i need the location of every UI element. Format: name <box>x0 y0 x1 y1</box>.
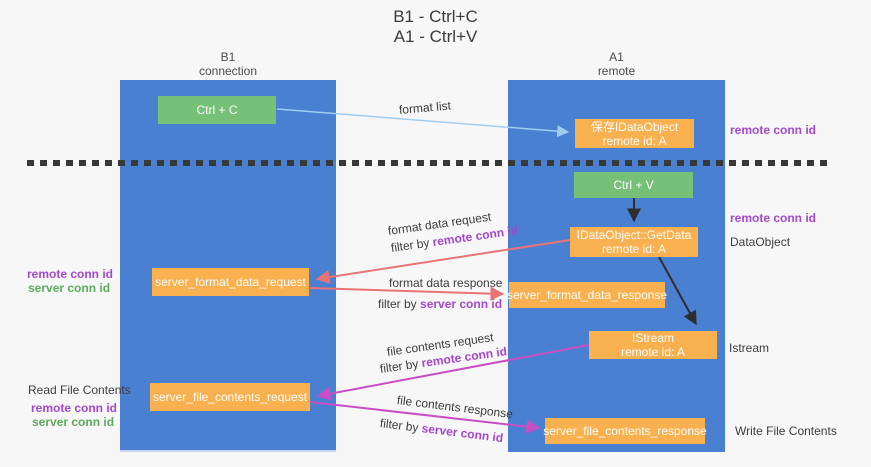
server-file-contents-request-label: server_file_contents_request <box>152 390 308 404</box>
file-contents-response-filter-label: filter by server conn id <box>379 416 504 445</box>
filter-by-text: filter by <box>379 356 423 376</box>
left-column-subtitle: connection <box>198 64 258 78</box>
server-conn-id-text: server conn id <box>420 421 504 446</box>
server-format-data-request-box: server_format_data_request <box>152 268 309 296</box>
right-column-name: A1 <box>609 50 624 64</box>
remote-conn-id-annotation-top: remote conn id <box>730 123 817 137</box>
ctrl-v-box: Ctrl + V <box>574 172 693 198</box>
ctrl-v-label: Ctrl + V <box>613 178 654 192</box>
istream-line2: remote id: A <box>620 345 686 359</box>
getdata-line1: IDataObject::GetData <box>576 228 692 242</box>
server-file-contents-request-box: server_file_contents_request <box>150 383 310 411</box>
ctrl-c-box: Ctrl + C <box>158 96 276 124</box>
istream-box: IStream remote id: A <box>589 331 717 359</box>
server-file-contents-response-box: server_file_contents_response <box>543 418 707 444</box>
filter-by-text: filter by <box>390 235 434 255</box>
server-conn-id-annotation-left-mid: server conn id <box>28 281 111 295</box>
istream-annotation: Istream <box>729 341 770 355</box>
istream-line1: IStream <box>631 331 674 345</box>
ctrl-c-label: Ctrl + C <box>196 103 238 117</box>
save-idataobject-box: 保存IDataObject remote id: A <box>575 119 694 148</box>
format-data-response-filter-label: filter by server conn id <box>378 297 502 311</box>
right-column-header: A1 remote <box>508 50 725 78</box>
getdata-line2: remote id: A <box>601 242 667 256</box>
save-idataobject-line2: remote id: A <box>602 133 667 148</box>
dataobject-annotation: DataObject <box>730 235 791 249</box>
remote-conn-id-annotation-left-bottom: remote conn id <box>31 401 118 415</box>
idataobject-getdata-box: IDataObject::GetData remote id: A <box>570 227 698 257</box>
remote-conn-id-annotation-mid: remote conn id <box>730 211 817 225</box>
phase-separator-dashed-line <box>27 160 830 166</box>
title-line-1: B1 - Ctrl+C <box>393 7 478 26</box>
left-column-header: B1 connection <box>120 50 336 78</box>
diagram-title: B1 - Ctrl+C A1 - Ctrl+V <box>0 7 871 47</box>
right-column-subtitle: remote <box>597 64 636 78</box>
read-file-contents-annotation: Read File Contents <box>28 383 131 397</box>
write-file-contents-annotation: Write File Contents <box>735 424 837 438</box>
server-format-data-response-box: server_format_data_response <box>506 282 668 308</box>
server-conn-id-text: server conn id <box>420 297 503 311</box>
format-data-response-label: format data response <box>389 276 503 290</box>
filter-by-text: filter by <box>378 297 421 311</box>
left-column-name: B1 <box>220 50 236 64</box>
remote-conn-id-annotation-left-mid: remote conn id <box>27 267 114 281</box>
server-file-contents-response-label: server_file_contents_response <box>543 424 707 438</box>
server-conn-id-annotation-left-bottom: server conn id <box>32 415 115 429</box>
format-list-label: format list <box>398 98 452 117</box>
server-format-data-response-label: server_format_data_response <box>506 288 668 302</box>
title-line-2: A1 - Ctrl+V <box>393 27 478 46</box>
file-contents-response-label: file contents response <box>396 393 514 422</box>
filter-by-text: filter by <box>379 416 423 436</box>
server-format-data-request-label: server_format_data_request <box>155 275 306 289</box>
save-idataobject-line1: 保存IDataObject <box>590 119 679 134</box>
